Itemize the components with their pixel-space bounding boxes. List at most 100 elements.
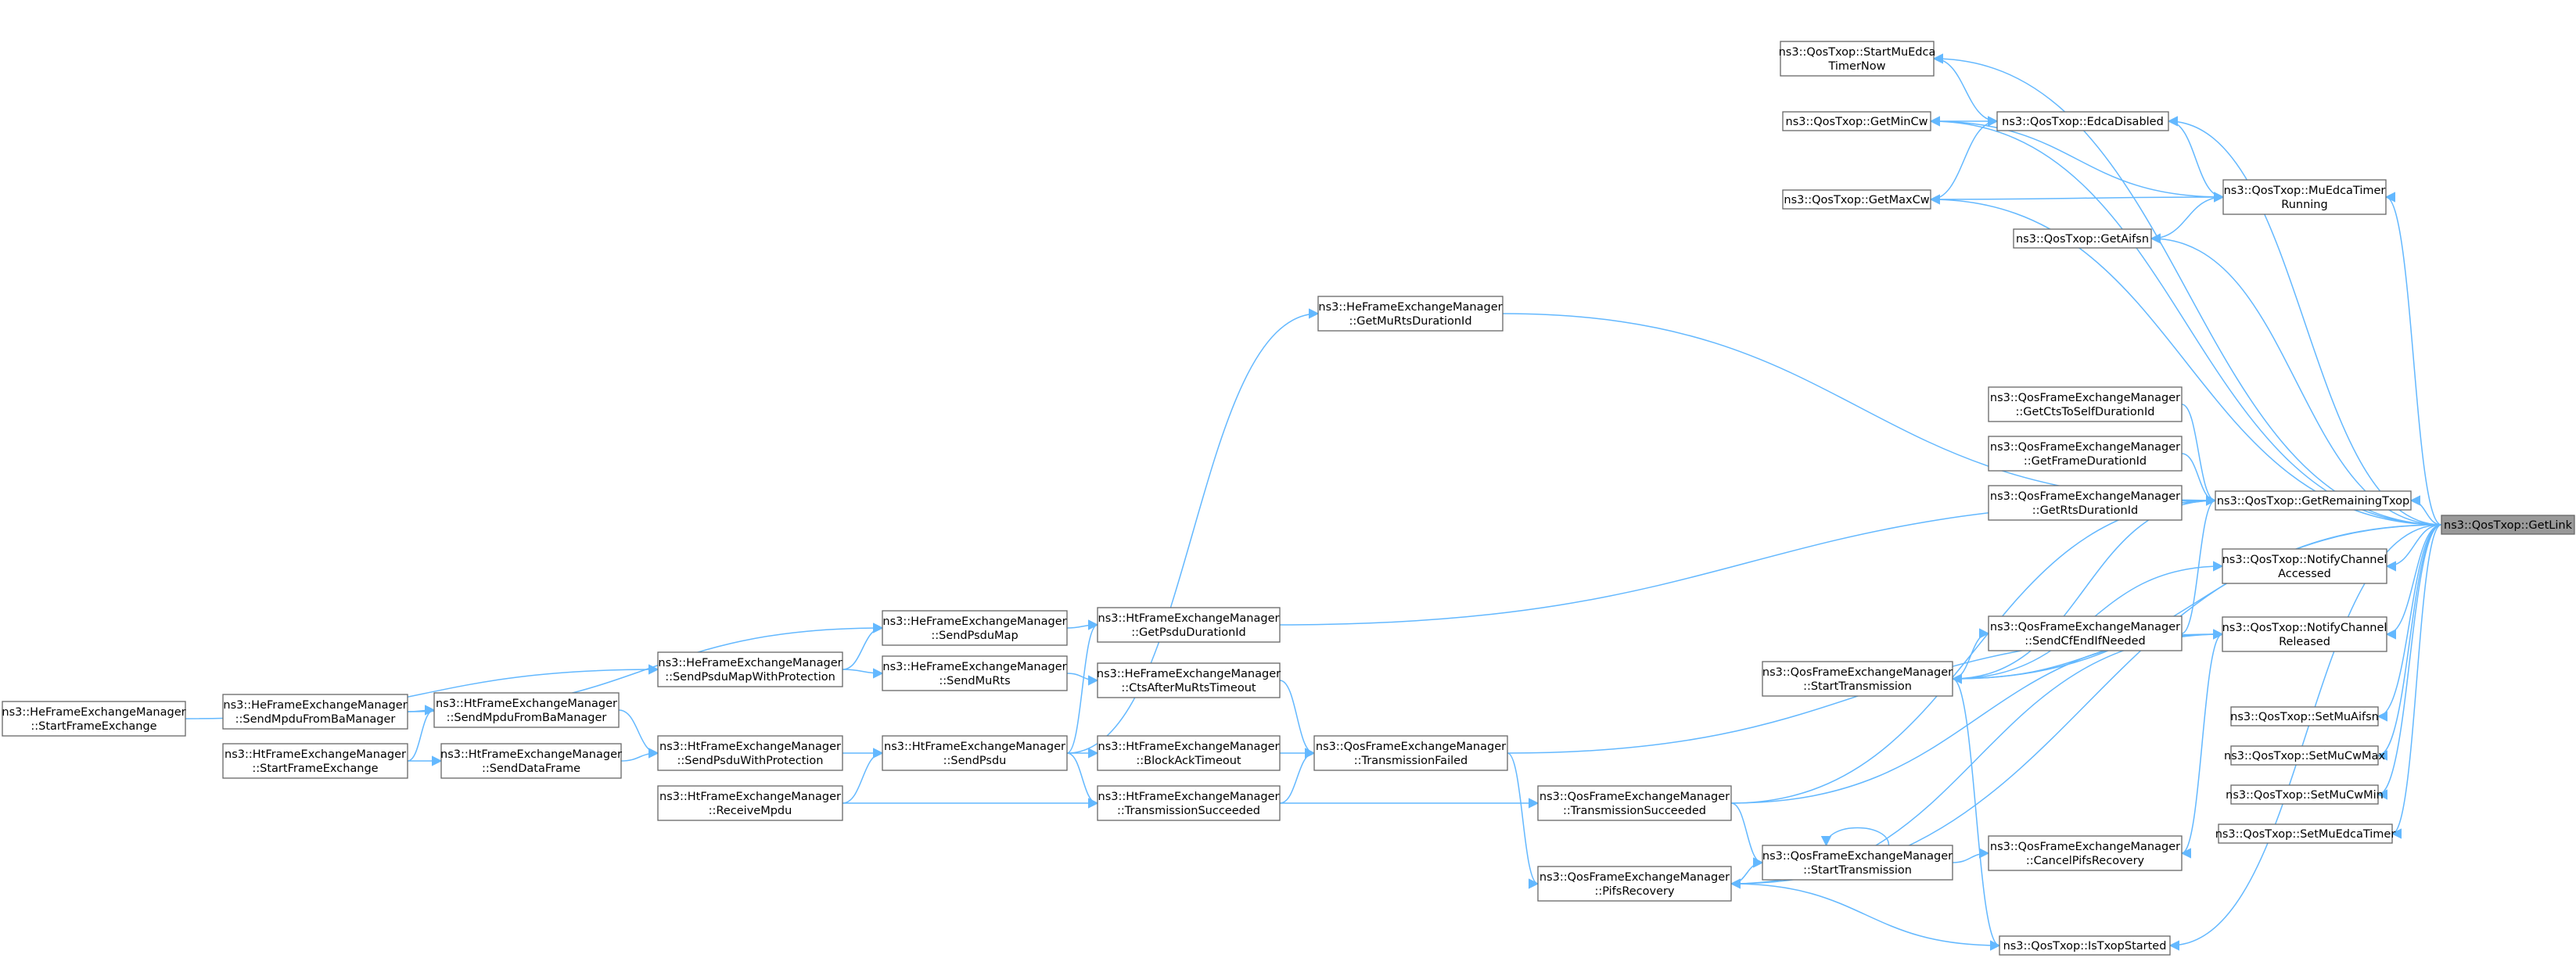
node-edcadisabled[interactable]: ns3::QosTxop::EdcaDisabled bbox=[1996, 111, 2169, 131]
node-he_sendpsdumap[interactable]: ns3::HeFrameExchangeManager::SendPsduMap bbox=[882, 610, 1068, 646]
node-he_sendpsdumapprot[interactable]: ns3::HeFrameExchangeManager::SendPsduMap… bbox=[657, 651, 843, 687]
node-ht_senddata[interactable]: ns3::HtFrameExchangeManager::SendDataFra… bbox=[440, 743, 622, 779]
node-box bbox=[657, 785, 843, 821]
node-getremaining[interactable]: ns3::QosTxop::GetRemainingTxop bbox=[2215, 490, 2412, 511]
edge-setmucwmax-to-getlink bbox=[2377, 524, 2442, 761]
node-label-line: ::SendMpduFromBaManager bbox=[447, 712, 607, 724]
node-label-line: ::CancelPifsRecovery bbox=[2026, 855, 2145, 867]
node-getmaxcw[interactable]: ns3::QosTxop::GetMaxCw bbox=[1782, 189, 1931, 210]
node-setmuaifsn[interactable]: ns3::QosTxop::SetMuAifsn bbox=[2230, 706, 2379, 727]
node-box bbox=[657, 735, 843, 771]
node-he_sendmpdu[interactable]: ns3::HeFrameExchangeManager::SendMpduFro… bbox=[222, 694, 408, 730]
edge-qfem_start2-to-qfem_txsucc bbox=[1730, 802, 1764, 868]
node-label-line: ns3::QosTxop::NotifyChannel bbox=[2222, 554, 2387, 566]
edge-muedcarunning-to-getaifsn bbox=[2150, 192, 2225, 239]
node-box bbox=[1988, 485, 2183, 521]
node-ht_sendmpdu[interactable]: ns3::HtFrameExchangeManager::SendMpduFro… bbox=[433, 692, 620, 728]
node-ht_startframe[interactable]: ns3::HtFrameExchangeManager::StartFrameE… bbox=[222, 743, 408, 779]
node-he_sendmurts[interactable]: ns3::HeFrameExchangeManager::SendMuRts bbox=[882, 655, 1068, 691]
node-label-line: ::PifsRecovery bbox=[1594, 885, 1675, 898]
node-label-line: ns3::QosTxop::GetAifsn bbox=[2016, 233, 2149, 246]
node-label-line: ns3::QosTxop::SetMuEdcaTimer bbox=[2215, 828, 2396, 841]
node-qfem_txsucc[interactable]: ns3::QosFrameExchangeManager::Transmissi… bbox=[1537, 785, 1732, 821]
node-getlink[interactable]: ns3::QosTxop::GetLink bbox=[2441, 515, 2575, 535]
node-box bbox=[1988, 436, 2183, 472]
node-ht_txsucc[interactable]: ns3::HtFrameExchangeManager::Transmissio… bbox=[1097, 785, 1281, 821]
edge-he_sendmurts-to-he_sendpsdumapprot bbox=[842, 668, 884, 679]
node-label-line: ns3::HeFrameExchangeManager bbox=[223, 699, 407, 712]
node-label-line: ::SendDataFrame bbox=[482, 762, 580, 775]
node-qfem_txfailed[interactable]: ns3::QosFrameExchangeManager::Transmissi… bbox=[1313, 735, 1508, 771]
node-label-line: ns3::QosTxop::GetRemainingTxop bbox=[2217, 495, 2409, 508]
edge-edcadisabled-to-startmuedca bbox=[1933, 58, 1999, 127]
edge-he_sendpsdumap-to-he_sendpsdumapprot bbox=[842, 623, 884, 670]
node-ht_getpsdudur[interactable]: ns3::HtFrameExchangeManager::GetPsduDura… bbox=[1097, 607, 1281, 643]
node-he_startframe[interactable]: ns3::HeFrameExchangeManager::StartFrameE… bbox=[2, 701, 186, 737]
node-label-line: TimerNow bbox=[1827, 60, 1885, 73]
node-getaifsn[interactable]: ns3::QosTxop::GetAifsn bbox=[2013, 228, 2152, 249]
node-label-line: ns3::HtFrameExchangeManager bbox=[1098, 741, 1280, 753]
node-setmucwmin[interactable]: ns3::QosTxop::SetMuCwMin bbox=[2226, 784, 2384, 805]
node-qfem_getcts[interactable]: ns3::QosFrameExchangeManager::GetCtsToSe… bbox=[1988, 386, 2183, 422]
node-setmucwmax[interactable]: ns3::QosTxop::SetMuCwMax bbox=[2224, 745, 2385, 766]
edge-qfem_start2-to-qfem_pifs bbox=[1730, 857, 1764, 884]
node-ht_sendpsduprot[interactable]: ns3::HtFrameExchangeManager::SendPsduWit… bbox=[657, 735, 843, 771]
node-box bbox=[1988, 835, 2183, 871]
node-ht_sendpsdu[interactable]: ns3::HtFrameExchangeManager::SendPsdu bbox=[882, 735, 1068, 771]
node-label-line: ns3::QosFrameExchangeManager bbox=[1990, 441, 2180, 454]
node-label-line: ::SendPsdu bbox=[943, 755, 1007, 767]
node-box bbox=[2218, 823, 2393, 844]
node-label-line: ns3::QosFrameExchangeManager bbox=[1539, 871, 1730, 884]
node-label-line: ::StartFrameExchange bbox=[252, 762, 378, 775]
node-label-line: ::GetFrameDurationId bbox=[2024, 455, 2147, 468]
node-qfem_start2[interactable]: ns3::QosFrameExchangeManager::StartTrans… bbox=[1762, 845, 1953, 881]
node-istxopstarted[interactable]: ns3::QosTxop::IsTxopStarted bbox=[1999, 935, 2171, 956]
edge-muedcarunning-to-getmaxcw bbox=[1930, 192, 2225, 203]
edge-notifyreleased-to-getlink bbox=[2385, 524, 2442, 640]
node-label-line: ::SendMpduFromBaManager bbox=[235, 713, 396, 726]
node-label-line: ns3::QosTxop::GetMaxCw bbox=[1784, 194, 1929, 206]
node-box bbox=[2222, 616, 2387, 652]
node-label-line: ::BlockAckTimeout bbox=[1136, 755, 1241, 767]
node-ht_blockack[interactable]: ns3::HtFrameExchangeManager::BlockAckTim… bbox=[1097, 735, 1281, 771]
node-box bbox=[1097, 662, 1281, 698]
node-ht_receivempdu[interactable]: ns3::HtFrameExchangeManager::ReceiveMpdu bbox=[657, 785, 843, 821]
edge-istxopstarted-to-qfem_pifs bbox=[1730, 883, 2001, 951]
node-setmuedca[interactable]: ns3::QosTxop::SetMuEdcaTimer bbox=[2215, 823, 2396, 844]
edge-qfem_cancelpifs-to-qfem_start2 bbox=[1952, 848, 1990, 863]
node-label-line: ns3::HtFrameExchangeManager bbox=[659, 791, 841, 803]
edge-istxopstarted-to-getlink bbox=[2168, 524, 2442, 951]
node-box bbox=[2215, 490, 2412, 511]
edge-setmuedca-to-getlink bbox=[2391, 524, 2442, 839]
edge-qfem_txfailed-to-he_ctsafter bbox=[1279, 680, 1316, 759]
edge-ht_getpsdudur-to-ht_sendpsdu bbox=[1066, 619, 1099, 754]
node-label-line: ::StartFrameExchange bbox=[31, 720, 156, 733]
node-he_getmurts[interactable]: ns3::HeFrameExchangeManager::GetMuRtsDur… bbox=[1317, 296, 1504, 332]
node-label-line: ns3::HeFrameExchangeManager bbox=[882, 661, 1066, 673]
edge-he_ctsafter-to-he_sendmurts bbox=[1066, 673, 1099, 686]
node-box bbox=[1097, 607, 1281, 643]
node-qfem_sendcfend[interactable]: ns3::QosFrameExchangeManager::SendCfEndI… bbox=[1988, 615, 2183, 651]
node-qfem_cancelpifs[interactable]: ns3::QosFrameExchangeManager::CancelPifs… bbox=[1988, 835, 2183, 871]
node-label-line: ns3::QosFrameExchangeManager bbox=[1990, 841, 2180, 853]
node-box bbox=[2230, 784, 2379, 805]
node-getmincw[interactable]: ns3::QosTxop::GetMinCw bbox=[1782, 111, 1931, 131]
node-label-line: ::SendPsduWithProtection bbox=[677, 755, 823, 767]
node-he_ctsafter[interactable]: ns3::HeFrameExchangeManager::CtsAfterMuR… bbox=[1097, 662, 1281, 698]
node-label-line: ::CtsAfterMuRtsTimeout bbox=[1121, 682, 1256, 694]
node-qfem_getframe[interactable]: ns3::QosFrameExchangeManager::GetFrameDu… bbox=[1988, 436, 2183, 472]
edge-getremaining-to-qfem_getframe bbox=[2181, 453, 2217, 506]
edge-muedcarunning-to-edcadisabled bbox=[2168, 120, 2225, 203]
node-label-line: ns3::QosFrameExchangeManager bbox=[1762, 850, 1953, 863]
node-qfem_pifs[interactable]: ns3::QosFrameExchangeManager::PifsRecove… bbox=[1537, 866, 1732, 902]
edge-qfem_cancelpifs-to-notifyreleased bbox=[2180, 633, 2223, 859]
node-label-line: ns3::QosTxop::SetMuCwMin bbox=[2226, 789, 2384, 802]
node-qfem_getrts[interactable]: ns3::QosFrameExchangeManager::GetRtsDura… bbox=[1988, 485, 2183, 521]
node-box bbox=[882, 610, 1068, 646]
node-qfem_start1[interactable]: ns3::QosFrameExchangeManager::StartTrans… bbox=[1762, 661, 1953, 697]
